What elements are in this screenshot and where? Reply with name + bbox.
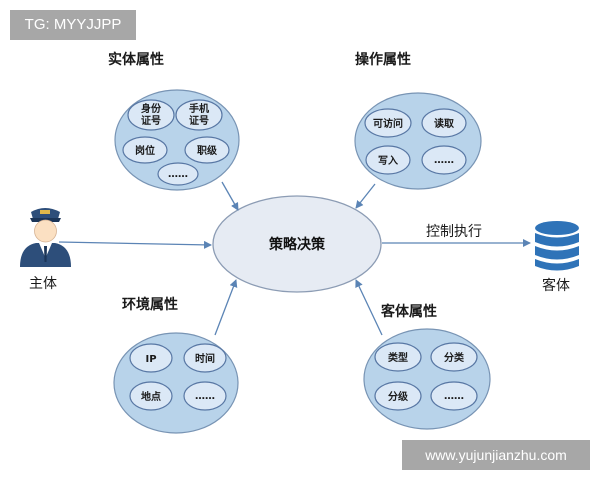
object-item-more <box>430 381 478 411</box>
operation-item-read <box>421 108 467 138</box>
entity-arrow <box>221 181 239 211</box>
officer-icon <box>20 208 71 267</box>
environment-arrow <box>214 279 238 336</box>
entity-item-label: 身份 <box>141 102 162 115</box>
entity-item-label: 证号 <box>189 115 209 127</box>
environment-item-more <box>183 381 227 411</box>
environment-item-label: IP <box>145 354 156 365</box>
operation-attr-cluster <box>354 92 482 190</box>
object-item-label: 类型 <box>388 351 408 364</box>
environment-item-label: 地点 <box>141 390 161 403</box>
operation-item-label: …… <box>434 155 454 166</box>
database-icon <box>535 221 579 271</box>
object-item-level <box>374 381 422 411</box>
object-attr-title: 客体属性 <box>380 303 437 320</box>
operation-arrow <box>355 183 376 209</box>
entity-attr-title: 实体属性 <box>108 51 164 68</box>
environment-item-label: 时间 <box>195 352 215 365</box>
policy-decision-label: 策略决策 <box>268 236 326 253</box>
operation-attr-title: 操作属性 <box>355 51 411 68</box>
entity-item-id-number <box>127 99 175 131</box>
operation-item-write <box>365 145 411 175</box>
environment-item-ip <box>129 343 173 373</box>
operation-item-label: 写入 <box>378 155 398 167</box>
environment-item-time <box>183 343 227 373</box>
entity-item-label: 职级 <box>197 144 218 157</box>
entity-item-more <box>157 162 199 186</box>
policy-decision-node <box>212 195 382 293</box>
object-item-label: …… <box>444 391 464 402</box>
entity-item-label: 岗位 <box>135 144 155 157</box>
entity-item-phone-number <box>175 99 223 131</box>
operation-item-access <box>364 108 412 138</box>
environment-attr-title: 环境属性 <box>122 296 178 313</box>
environment-item-location <box>129 381 173 411</box>
object-item-category <box>430 342 478 372</box>
operation-item-label: 可访问 <box>373 117 403 130</box>
control-execute-label: 控制执行 <box>426 224 482 240</box>
object-label: 客体 <box>542 277 570 294</box>
entity-item-position <box>122 136 168 164</box>
operation-item-label: 读取 <box>434 117 455 130</box>
entity-item-label: 手机 <box>189 102 209 115</box>
subject-to-decision-arrow <box>58 240 212 249</box>
subject-label: 主体 <box>29 276 57 292</box>
object-item-type <box>374 342 422 372</box>
object-attr-arrow <box>355 279 383 336</box>
object-item-label: 分类 <box>444 351 464 364</box>
tg-tag: TG: MYYJJPP <box>10 10 136 40</box>
watermark: www.yujunjianzhu.com <box>402 440 590 470</box>
operation-item-more <box>421 145 467 175</box>
entity-item-label: 证号 <box>141 115 161 127</box>
entity-item-label: …… <box>168 169 188 180</box>
environment-item-label: …… <box>195 391 215 402</box>
object-item-label: 分级 <box>388 390 409 403</box>
entity-item-rank <box>184 136 230 164</box>
object-attr-cluster <box>363 328 491 430</box>
